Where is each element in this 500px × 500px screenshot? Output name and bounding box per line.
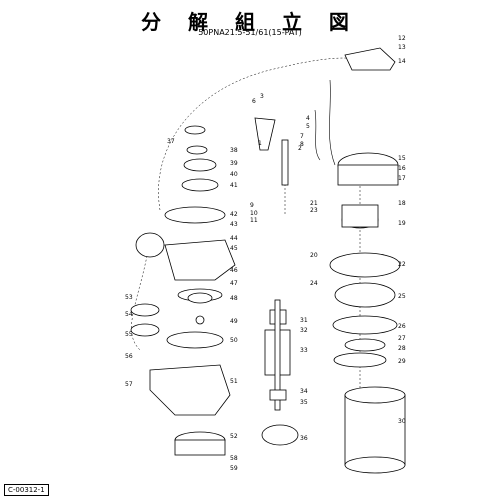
- diagram-title: 分 解 組 立 図: [141, 10, 359, 34]
- part-label: 27: [398, 335, 406, 342]
- seal-ring: [186, 145, 208, 155]
- part-label: 37: [167, 138, 175, 145]
- motor-cover-body: [337, 164, 399, 186]
- bracket: [261, 424, 299, 446]
- part-label: 18: [398, 200, 406, 207]
- spacer: [181, 178, 219, 192]
- gasket: [164, 206, 226, 224]
- seal-housing: [183, 158, 217, 172]
- part-label: 35: [300, 399, 308, 406]
- part-label: 43: [230, 221, 238, 228]
- nut: [195, 315, 205, 325]
- part-label: 2: [298, 145, 302, 152]
- motor-frame-top: [344, 386, 406, 404]
- power-cable: [329, 79, 336, 166]
- mechanical-seal: [184, 125, 206, 135]
- cable-route-line: [158, 57, 371, 211]
- part-label: 32: [300, 327, 308, 334]
- impeller-plate: [187, 292, 213, 304]
- part-label: 17: [398, 175, 406, 182]
- part-label: 1: [258, 140, 262, 147]
- o-ring: [344, 338, 386, 352]
- part-label: 48: [230, 295, 238, 302]
- part-label: 40: [230, 171, 238, 178]
- part-label: 46: [230, 267, 238, 274]
- handle: [344, 47, 396, 71]
- part-label: 19: [398, 220, 406, 227]
- part-label: 30: [398, 418, 406, 425]
- part-label-group: 1 2 3 4 5 6 7 8 9 10 11 12 13 14 15 16 1…: [125, 35, 406, 472]
- cable-route-line: [131, 239, 151, 351]
- part-label: 47: [230, 280, 238, 287]
- mid-housing: [334, 282, 396, 308]
- part-label: 41: [230, 182, 238, 189]
- motor-frame-bottom: [344, 456, 406, 474]
- flange-gasket: [130, 323, 160, 337]
- part-label: 6: [252, 98, 256, 105]
- part-label: 36: [300, 435, 308, 442]
- motor-frame: [344, 394, 406, 466]
- part-label: 34: [300, 388, 308, 395]
- part-label: 29: [398, 358, 406, 365]
- part-label: 28: [398, 345, 406, 352]
- part-label: 8: [300, 141, 304, 148]
- part-label: 45: [230, 245, 238, 252]
- part-label: 39: [230, 160, 238, 167]
- bearing-housing-body: [341, 204, 379, 228]
- part-label: 7: [300, 133, 304, 140]
- part-label: 57: [125, 381, 133, 388]
- part-label: 22: [398, 261, 406, 268]
- part-label: 12: [398, 35, 406, 42]
- part-label: 9: [250, 202, 254, 209]
- document-number: C-00312-1: [4, 484, 49, 496]
- part-label: 13: [398, 44, 406, 51]
- o-ring-large: [166, 331, 224, 349]
- part-label: 42: [230, 211, 238, 218]
- discharge-flange: [130, 303, 160, 317]
- part-label: 51: [230, 378, 238, 385]
- part-label: 54: [125, 311, 133, 318]
- float-ball: [135, 232, 165, 258]
- part-label: 25: [398, 293, 406, 300]
- bearing-lower: [269, 389, 287, 401]
- part-label: 4: [306, 115, 310, 122]
- part-label: 23: [310, 207, 318, 214]
- part-label: 26: [398, 323, 406, 330]
- rod: [281, 139, 289, 186]
- part-label: 11: [250, 217, 258, 224]
- part-label: 49: [230, 318, 238, 325]
- part-label: 14: [398, 58, 406, 65]
- part-label: 58: [230, 455, 238, 462]
- part-label: 31: [300, 317, 308, 324]
- o-ring: [332, 315, 398, 335]
- power-cable: [314, 109, 321, 161]
- part-label: 24: [310, 280, 318, 287]
- part-label: 56: [125, 353, 133, 360]
- model-number: 50PNA21.5-51/61(15-PAT): [198, 28, 302, 37]
- part-label: 44: [230, 235, 238, 242]
- pump-casing: [164, 239, 236, 281]
- part-label: 5: [306, 123, 310, 130]
- part-label: 53: [125, 294, 133, 301]
- part-label: 38: [230, 147, 238, 154]
- part-label: 59: [230, 465, 238, 472]
- part-label: 10: [250, 210, 258, 217]
- oil-seal: [333, 352, 387, 368]
- volute: [149, 364, 231, 416]
- part-label: 33: [300, 347, 308, 354]
- part-label: 50: [230, 337, 238, 344]
- strainer-body: [174, 439, 226, 456]
- part-label: 16: [398, 165, 406, 172]
- stator-ring: [329, 252, 401, 278]
- part-label: 55: [125, 331, 133, 338]
- part-label: 3: [260, 93, 264, 100]
- part-label: 15: [398, 155, 406, 162]
- part-label: 20: [310, 252, 318, 259]
- shaft: [274, 299, 281, 411]
- part-label: 52: [230, 433, 238, 440]
- float-switch: [254, 117, 276, 151]
- part-label: 21: [310, 200, 318, 207]
